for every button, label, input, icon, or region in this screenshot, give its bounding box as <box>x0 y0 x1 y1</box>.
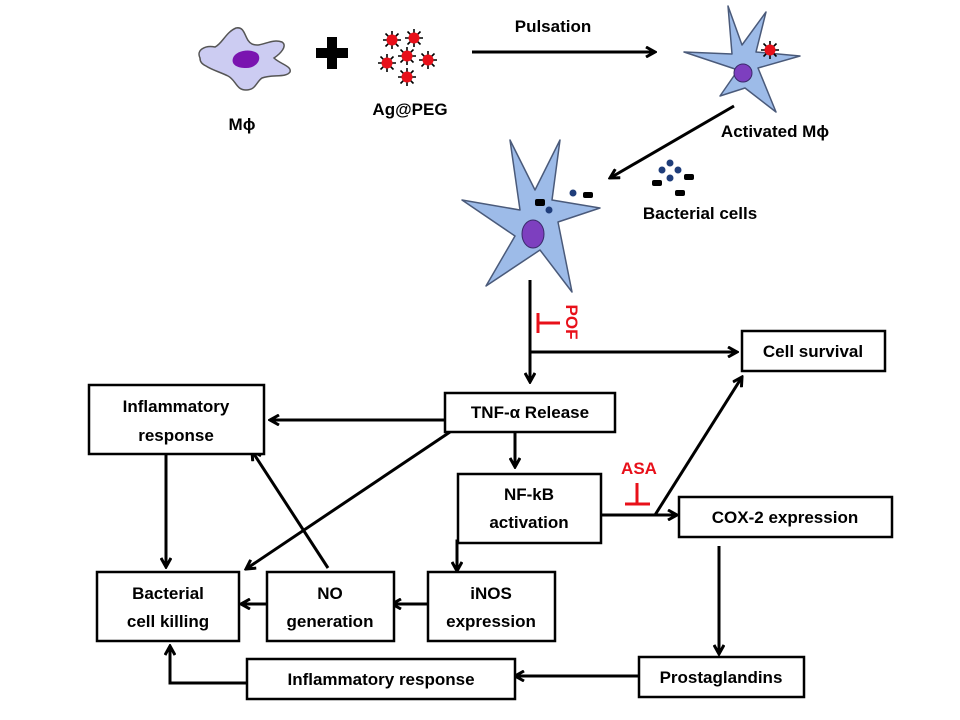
bacterial-cells-icon <box>652 159 694 196</box>
svg-text:expression: expression <box>446 612 536 631</box>
pulsation-label: Pulsation <box>515 17 592 36</box>
node-prostaglandins: Prostaglandins <box>637 655 806 699</box>
activated-macrophage-icon <box>683 5 801 113</box>
svg-text:NF-kB: NF-kB <box>504 485 554 504</box>
svg-text:Prostaglandins: Prostaglandins <box>660 668 783 687</box>
edge-nfkb-to-inos <box>457 539 463 571</box>
plus-icon <box>316 37 348 69</box>
node-cox2-expression: COX-2 expression <box>677 495 894 539</box>
edge-to-cell-survival-2 <box>653 377 742 516</box>
node-tnf-release: TNF-α Release <box>443 391 617 434</box>
svg-text:Cell survival: Cell survival <box>763 342 863 361</box>
svg-text:COX-2 expression: COX-2 expression <box>712 508 858 527</box>
svg-text:Inflammatory: Inflammatory <box>123 397 230 416</box>
nanoparticle-label: Ag@PEG <box>372 100 447 119</box>
asa-inhibitor: ASA <box>621 459 657 506</box>
activation-arrow <box>610 104 735 178</box>
node-bacterial-cell-killing: Bacterial cell killing <box>95 570 241 643</box>
edge-tnf-to-killing <box>246 430 451 569</box>
svg-text:iNOS: iNOS <box>470 584 512 603</box>
edge-inflammatory-bottom-to-killing <box>170 646 249 685</box>
pof-label: POF <box>562 305 581 340</box>
svg-text:Bacterial: Bacterial <box>132 584 204 603</box>
edge-no-to-inflammatory <box>252 451 330 569</box>
node-inflammatory-response-bottom: Inflammatory response <box>245 657 517 701</box>
node-cell-survival: Cell survival <box>740 329 887 373</box>
node-nfkb-activation: NF-kB activation <box>456 472 603 545</box>
activated-macrophage-label: Activated Mϕ <box>721 122 829 141</box>
svg-text:Inflammatory response: Inflammatory response <box>287 670 474 689</box>
svg-text:NO: NO <box>317 584 343 603</box>
resting-macrophage-icon <box>198 27 291 91</box>
svg-text:response: response <box>138 426 214 445</box>
svg-text:generation: generation <box>287 612 374 631</box>
macrophage-label: Mϕ <box>229 115 256 134</box>
nanoparticle-cluster-icon <box>377 28 438 87</box>
infected-macrophage-icon <box>461 139 601 293</box>
node-no-generation: NO generation <box>265 570 396 643</box>
asa-label: ASA <box>621 459 657 478</box>
svg-text:TNF-α Release: TNF-α Release <box>471 403 589 422</box>
node-inflammatory-response-top: Inflammatory response <box>87 383 266 456</box>
node-inos-expression: iNOS expression <box>426 570 557 643</box>
bacterial-cells-label: Bacterial cells <box>643 204 757 223</box>
svg-text:cell killing: cell killing <box>127 612 209 631</box>
pof-inhibitor: POF <box>536 305 581 340</box>
svg-text:activation: activation <box>489 513 568 532</box>
